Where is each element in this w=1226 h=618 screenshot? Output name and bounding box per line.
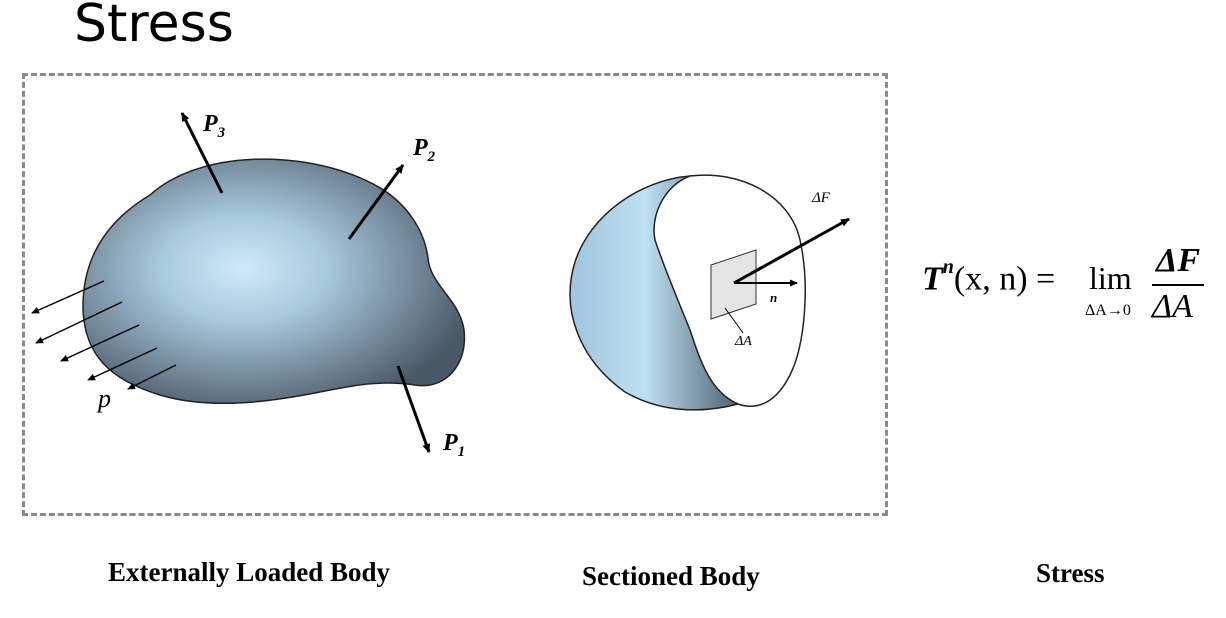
delta-a-leader — [724, 307, 744, 334]
stress-formula: Tn(x, n) = lim ΔA→0 ΔF ΔA — [922, 240, 1212, 340]
label-p3: P3 — [202, 111, 226, 141]
caption-stress: Stress — [1036, 558, 1105, 588]
formula-numerator: ΔF — [1156, 242, 1200, 279]
formula-fraction-bar — [1152, 284, 1204, 286]
force-p2-arrow — [347, 164, 405, 240]
caption-loaded-body: Externally Loaded Body — [108, 557, 391, 587]
loaded-body-shape — [82, 158, 466, 405]
label-delta-a: ΔA — [734, 334, 752, 349]
formula-denominator: ΔA — [1152, 288, 1193, 325]
formula-args: (x, n) = — [953, 260, 1056, 298]
label-pressure: p — [96, 384, 111, 413]
label-normal: n — [770, 290, 777, 305]
label-p2: P2 — [412, 135, 436, 165]
formula-lhs: Tn(x, n) = — [922, 256, 1056, 298]
page-title: Stress — [74, 0, 234, 54]
label-p1: P1 — [442, 430, 465, 460]
caption-sectioned-body: Sectioned Body — [582, 561, 760, 591]
delta-a-patch — [710, 249, 757, 320]
force-p3-arrow — [180, 112, 224, 194]
loaded-body-frame — [22, 73, 888, 516]
formula-lim-subscript: ΔA→0 — [1085, 302, 1131, 319]
label-delta-f: ΔF — [811, 190, 831, 206]
formula-lim: lim — [1089, 260, 1132, 296]
force-p1-arrow — [396, 365, 431, 453]
pressure-arrows — [31, 280, 177, 390]
delta-f-arrow — [733, 217, 850, 285]
